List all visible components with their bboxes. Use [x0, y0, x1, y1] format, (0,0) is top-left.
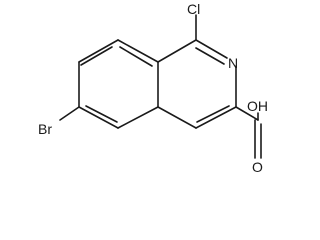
bond-c4a-c8a-double [119, 46, 153, 67]
bond-c4a-c8a [117, 39, 159, 63]
atom-label-o: O [252, 159, 263, 175]
atom-label-cl: Cl [187, 1, 200, 17]
bond-c6-c5 [117, 106, 159, 129]
bond-c3-c4 [195, 106, 237, 129]
bond-c4a-c1 [157, 39, 197, 63]
bond-c8-c8-double [80, 46, 113, 66]
molecule-structure: Cl N Br OH O [38, 1, 268, 175]
bond-c4-c5 [157, 106, 197, 129]
bond-c7-c6 [78, 106, 119, 129]
bond-c8a-c8 [78, 39, 119, 63]
bond-c1-n [195, 39, 228, 59]
atom-label-br: Br [38, 121, 52, 137]
bond-c1-n-double [195, 47, 225, 65]
bond-c3-carboxyl [235, 106, 259, 121]
atom-label-n: N [228, 55, 238, 71]
bond-c3-c4-double [196, 105, 230, 123]
bond-c6-br [59, 106, 80, 121]
bond-c7-c6-double [85, 105, 118, 123]
atom-label-oh: OH [247, 98, 268, 114]
